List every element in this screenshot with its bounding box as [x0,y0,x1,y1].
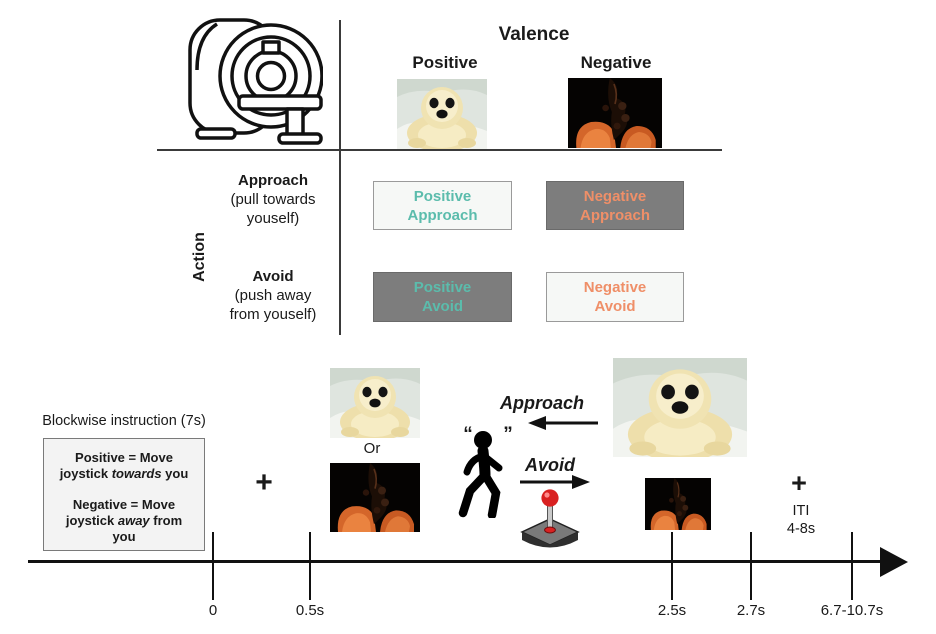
negative-stimulus-image-choice [330,463,420,532]
timeline-tick-label: 2.7s [736,602,766,619]
iti-duration: 4-8s [786,521,816,537]
mri-scanner-icon [188,18,323,145]
positive-stimulus-image-choice [330,368,420,438]
cell-negative-approach: Negative Approach [546,181,684,230]
approach-row-label: Approach (pull towards youself) [198,171,348,228]
matrix-horizontal-divider [157,149,722,151]
timeline-tick-label: 0.5s [295,602,325,619]
instruction-negative-line1: Negative = Move [72,497,176,512]
avoid-action-label: Avoid [524,455,575,475]
timeline-tick-label: 0 [208,602,218,619]
positive-stimulus-image-header [397,79,487,149]
instruction-title: Blockwise instruction (7s) [42,413,206,429]
avoid-row-title: Avoid [252,268,294,285]
negative-stimulus-image-target [645,478,711,530]
timeline-arrowhead-icon [880,547,908,577]
approach-arrow-icon [528,416,598,430]
negative-column-header: Negative [580,53,652,72]
timeline-tick-6.7-10.7s [851,532,853,600]
cell-negative-avoid: Negative Avoid [546,272,684,322]
approach-row-sub2: youself) [246,210,300,227]
joystick-icon [520,489,580,548]
timeline-axis [28,560,884,563]
avoid-row-sub1: (push away [234,287,312,304]
speech-quote-close: ” [503,424,513,445]
timeline-tick-0 [212,532,214,600]
matrix-vertical-divider [339,20,341,335]
timeline-tick-2.7s [750,532,752,600]
instruction-negative-line2: joystick away from [65,513,183,528]
negative-stimulus-image-header [568,78,662,148]
approach-row-sub1: (pull towards [230,191,316,208]
avoid-row-label: Avoid (push away from youself) [198,267,348,324]
fixation-cross: + [255,466,273,499]
positive-stimulus-image-target [613,358,747,457]
walking-person-icon [458,431,503,518]
instruction-positive-line1: Positive = Move [75,450,173,465]
timeline-tick-label: 6.7-10.7s [820,602,884,619]
timeline-tick-label: 2.5s [657,602,687,619]
cell-positive-approach: Positive Approach [373,181,512,230]
instruction-box: Positive = Move joystick towards you Neg… [43,438,205,551]
speech-quote-open: “ [463,424,473,445]
approach-row-title: Approach [237,172,308,189]
approach-action-label: Approach [499,393,584,413]
iti-fixation-cross: + [791,468,807,498]
avoid-row-sub2: from youself) [229,306,317,323]
cell-positive-avoid: Positive Avoid [373,272,512,322]
instruction-negative-line3: you [112,529,136,544]
avoid-arrow-icon [520,475,590,489]
valence-header: Valence [498,24,570,45]
or-label: Or [363,440,381,457]
instruction-positive-line2: joystick towards you [59,466,189,481]
iti-label: ITI [792,503,810,519]
positive-column-header: Positive [412,53,478,72]
timeline-tick-0.5s [309,532,311,600]
timeline-tick-2.5s [671,532,673,600]
